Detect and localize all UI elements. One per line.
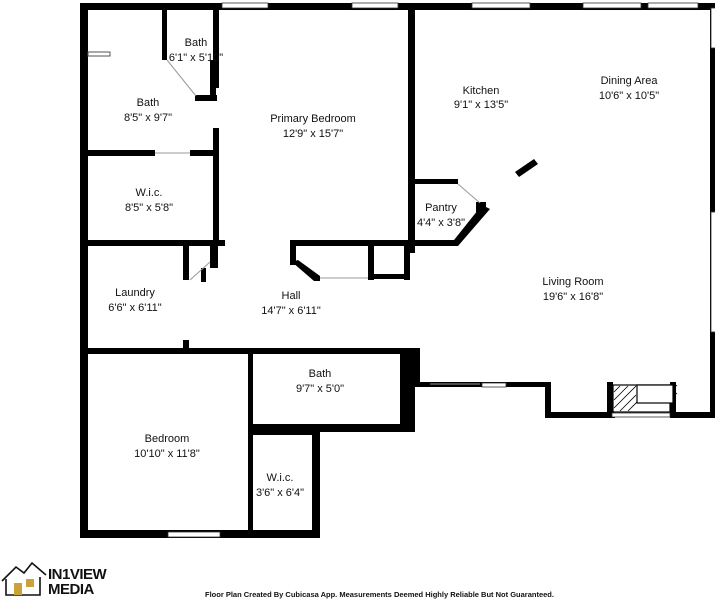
wall-living-bottom-right [670, 412, 715, 418]
wall-pantry-top [410, 179, 458, 184]
room-name-laundry: Laundry [115, 287, 155, 299]
room-dims-kitchen: 9'1" x 13'5" [454, 99, 508, 111]
room-dims-laundry: 6'6" x 6'11" [108, 302, 161, 314]
wall-smallbath-bottom [195, 95, 217, 101]
window-primary-top-right [351, 2, 399, 9]
wall-living-bump-bottom [545, 412, 615, 418]
room-dims-pantry: 4'4" x 3'8" [417, 217, 465, 229]
room-name-pantry: Pantry [425, 202, 457, 214]
door-swing-smallbath [166, 59, 197, 97]
wall-laundry-right-top [183, 240, 189, 280]
window-bedroom-bottom [167, 531, 221, 538]
wall-wic-right [312, 432, 320, 538]
room-name-bath-hall: Bath [309, 368, 332, 380]
window-right-top [710, 7, 715, 49]
in1view-media-logo: IN1VIEW MEDIA [1, 561, 108, 598]
room-dims-bath-primary: 8'5" x 9'7" [124, 112, 172, 124]
room-dims-living-room: 19'6" x 16'8" [543, 291, 603, 303]
wall-center-vertical [408, 3, 415, 253]
wall-pantry-nub [476, 202, 486, 212]
wall-nub-1 [290, 240, 296, 265]
window-primary-top-left [221, 2, 269, 9]
wall-nub-4 [368, 274, 410, 279]
wall-hall-nub [201, 268, 206, 282]
window-living-bottom [481, 382, 507, 388]
window-living-right [710, 211, 715, 333]
fireplace-hatch [613, 384, 678, 412]
wall-nub-3 [404, 240, 410, 280]
wall-hall-nub-top [210, 240, 218, 268]
wall-laundry-right-bottom [183, 340, 189, 354]
wall-diagonal-closet [292, 260, 320, 281]
towel-bar [87, 51, 111, 57]
wall-hallbath-right-thin [415, 348, 420, 386]
wall-laundry-left-gap [80, 300, 88, 340]
wall-bedroom-right [248, 348, 253, 438]
room-dims-bath-small: 6'1" x 5'10" [169, 52, 223, 64]
logo-house-icon [1, 561, 47, 596]
room-dims-wic-primary: 8'5" x 5'8" [125, 202, 173, 214]
window-dining-top-1 [582, 2, 642, 9]
room-name-bath-primary: Bath [137, 97, 160, 109]
room-name-living-room: Living Room [542, 276, 603, 288]
room-name-primary-bedroom: Primary Bedroom [270, 113, 356, 125]
logo-line1: IN1VIEW [48, 566, 108, 583]
door-swing-hall [189, 261, 211, 281]
wall-primary-bottom [290, 240, 415, 246]
wall-primary-left-top [213, 3, 219, 88]
room-dims-bedroom: 10'10" x 11'8" [134, 448, 200, 460]
wall-laundry-top [80, 240, 190, 246]
wall-nub-2 [368, 240, 374, 280]
room-dims-hall: 14'7" x 6'11" [261, 305, 321, 317]
logo-line2: MEDIA [48, 581, 95, 598]
wall-bedroom-top [80, 348, 260, 354]
fireplace-box [636, 384, 674, 404]
fireplace [612, 384, 678, 413]
wall-bath-wic-divider-right [190, 150, 219, 156]
room-name-dining-area: Dining Area [601, 75, 659, 87]
wall-wic-left [248, 432, 253, 538]
wall-living-bump-left [545, 382, 551, 417]
window-dining-top-2 [647, 2, 699, 9]
room-dims-dining-area: 10'6" x 10'5" [599, 90, 659, 102]
doors [87, 51, 481, 385]
wall-wic-bottom [248, 530, 320, 538]
room-dims-bath-hall: 9'7" x 5'0" [296, 383, 344, 395]
window-fireplace-bottom [611, 412, 671, 418]
wall-smallbath-right [210, 60, 216, 100]
room-dims-primary-bedroom: 12'9" x 15'7" [283, 128, 343, 140]
door-swing-pantry [457, 183, 481, 204]
wall-hallbath-bottom [250, 424, 415, 432]
room-name-wic-bedroom: W.i.c. [267, 472, 294, 484]
wall-fireplace-left [607, 382, 613, 418]
wall-kitchen-diagonal [515, 159, 538, 177]
room-name-wic-primary: W.i.c. [136, 187, 163, 199]
wall-smallbath-left [162, 10, 167, 60]
wall-hallbath-top [250, 348, 415, 354]
wall-right [710, 3, 715, 418]
room-dims-wic-bedroom: 3'6" x 6'4" [256, 487, 304, 499]
room-name-kitchen: Kitchen [463, 85, 500, 97]
wall-wic-right-primary [213, 150, 219, 246]
wall-left [80, 3, 88, 538]
windows [167, 2, 715, 538]
window-kitchen-top [471, 2, 531, 9]
room-name-hall: Hall [282, 290, 301, 302]
room-labels: Bath 6'1" x 5'10" Bath 8'5" x 9'7" Prima… [108, 37, 659, 499]
wall-hallbath-right [400, 348, 415, 432]
footer-disclaimer: Floor Plan Created By Cubicasa App. Meas… [205, 590, 554, 599]
room-name-bedroom: Bedroom [145, 433, 190, 445]
wall-bath-wic-divider [80, 150, 155, 156]
wall-bottom-bedroom [80, 530, 255, 538]
room-name-bath-small: Bath [185, 37, 208, 49]
